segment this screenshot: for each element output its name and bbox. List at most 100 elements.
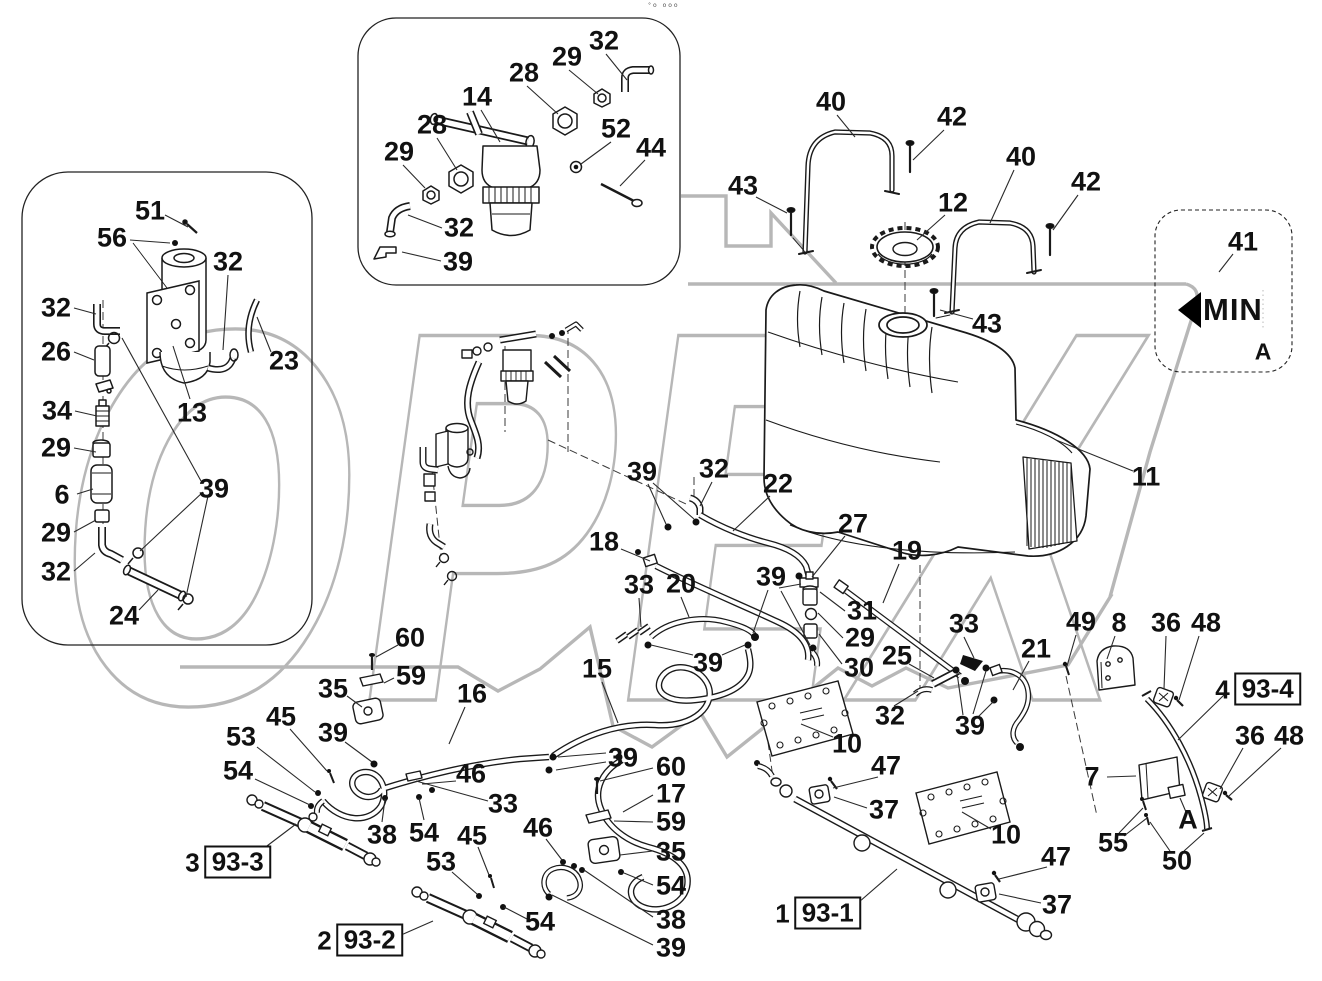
part-label-53: 53 bbox=[425, 846, 457, 877]
part-label-14: 14 bbox=[461, 81, 493, 112]
part-label-46: 46 bbox=[455, 758, 487, 789]
part-label-38: 38 bbox=[366, 819, 398, 850]
part-label-39: 39 bbox=[655, 932, 687, 963]
detail-box-min bbox=[1154, 209, 1293, 373]
gun-2-hardware bbox=[476, 874, 506, 910]
part-label-43: 43 bbox=[971, 308, 1003, 339]
tank-rib-hatch bbox=[1022, 456, 1078, 550]
corner-mark: °o ooo bbox=[648, 2, 680, 9]
right-side-group bbox=[1062, 645, 1233, 832]
part-label-59: 59 bbox=[655, 806, 687, 837]
part-label-39: 39 bbox=[755, 561, 787, 592]
part-label-32: 32 bbox=[698, 453, 730, 484]
part-label-8: 8 bbox=[1111, 607, 1127, 638]
detail-box-filter bbox=[357, 17, 681, 286]
part-label-21: 21 bbox=[1020, 633, 1052, 664]
part-label-42: 42 bbox=[936, 101, 968, 132]
part-label-41: 41 bbox=[1227, 226, 1259, 257]
part-label-11: 11 bbox=[1131, 461, 1161, 492]
part-label-35: 35 bbox=[317, 673, 349, 704]
part-label-49: 49 bbox=[1065, 606, 1097, 637]
part-label-A: A bbox=[1178, 804, 1198, 835]
part-label-33: 33 bbox=[487, 788, 519, 819]
part-label-28: 28 bbox=[508, 57, 540, 88]
center-hoses bbox=[615, 494, 969, 685]
part-label-32: 32 bbox=[874, 700, 906, 731]
part-label-29: 29 bbox=[40, 432, 72, 463]
part-label-44: 44 bbox=[635, 132, 667, 163]
part-label-40: 40 bbox=[1005, 141, 1037, 172]
part-label-32: 32 bbox=[443, 212, 475, 243]
part-label-6: 6 bbox=[54, 479, 70, 510]
part-label-31: 31 bbox=[846, 595, 878, 626]
part-label-48: 48 bbox=[1273, 720, 1305, 751]
part-label-10: 10 bbox=[990, 819, 1022, 850]
part-label-12: 12 bbox=[937, 187, 969, 218]
part-label-39: 39 bbox=[198, 473, 230, 504]
part-label-39: 39 bbox=[607, 742, 639, 773]
spray-boom bbox=[754, 760, 1053, 941]
assembly-box-number: 93-3 bbox=[204, 845, 271, 879]
part-label-54: 54 bbox=[524, 906, 556, 937]
part-label-10: 10 bbox=[831, 728, 863, 759]
part-label-45: 45 bbox=[456, 820, 488, 851]
part-label-40: 40 bbox=[815, 86, 847, 117]
part-label-7: 7 bbox=[1084, 761, 1100, 792]
part-label-47: 47 bbox=[1040, 841, 1072, 872]
part-label-59: 59 bbox=[395, 660, 427, 691]
filler-cap bbox=[870, 226, 940, 268]
nozzle-gun-93-3 bbox=[246, 794, 381, 867]
part-label-36: 36 bbox=[1150, 607, 1182, 638]
min-arrow-icon bbox=[1178, 292, 1201, 328]
part-label-47: 47 bbox=[870, 750, 902, 781]
part-label-33: 33 bbox=[623, 569, 655, 600]
assembly-box-number: 93-2 bbox=[336, 923, 403, 957]
strainer-assembly bbox=[419, 321, 584, 586]
part-label-36: 36 bbox=[1234, 720, 1266, 751]
part-label-15: 15 bbox=[581, 653, 613, 684]
assembly-prefix: 2 bbox=[317, 925, 332, 955]
part-label-43: 43 bbox=[727, 170, 759, 201]
part-label-39: 39 bbox=[442, 246, 474, 277]
part-label-39: 39 bbox=[692, 647, 724, 678]
part-label-51: 51 bbox=[134, 195, 166, 226]
part-label-45: 45 bbox=[265, 701, 297, 732]
part-label-32: 32 bbox=[40, 556, 72, 587]
filter-assembly bbox=[373, 65, 655, 260]
part-label-38: 38 bbox=[655, 904, 687, 935]
part-label-39: 39 bbox=[954, 710, 986, 741]
part-label-25: 25 bbox=[881, 640, 913, 671]
part-label-13: 13 bbox=[176, 397, 208, 428]
part-label-55: 55 bbox=[1097, 827, 1129, 858]
part-label-54: 54 bbox=[222, 755, 254, 786]
assembly-box-number: 93-4 bbox=[1234, 672, 1301, 706]
part-label-16: 16 bbox=[456, 678, 488, 709]
part-label-32: 32 bbox=[588, 25, 620, 56]
part-label-54: 54 bbox=[408, 817, 440, 848]
part-label-35: 35 bbox=[655, 836, 687, 867]
min-indicator: MIN bbox=[1178, 292, 1263, 328]
part-label-19: 19 bbox=[891, 535, 923, 566]
pump-assembly bbox=[132, 219, 260, 384]
assembly-prefix: 1 bbox=[775, 898, 790, 928]
part-label-52: 52 bbox=[600, 113, 632, 144]
part-label-37: 37 bbox=[1041, 889, 1073, 920]
part-label-17: 17 bbox=[655, 778, 687, 809]
part-label-29: 29 bbox=[551, 41, 583, 72]
assembly-prefix: 3 bbox=[185, 847, 200, 877]
part-label-39: 39 bbox=[626, 456, 658, 487]
tank-straps bbox=[786, 129, 1055, 319]
tank bbox=[763, 283, 1091, 557]
part-label-20: 20 bbox=[665, 568, 697, 599]
part-label-18: 18 bbox=[588, 526, 620, 557]
part-label-54: 54 bbox=[655, 870, 687, 901]
left-fitting-chain bbox=[90, 304, 194, 611]
right-fitting-cluster bbox=[913, 655, 1032, 751]
part-label-50: 50 bbox=[1161, 845, 1193, 876]
part-label-42: 42 bbox=[1070, 166, 1102, 197]
